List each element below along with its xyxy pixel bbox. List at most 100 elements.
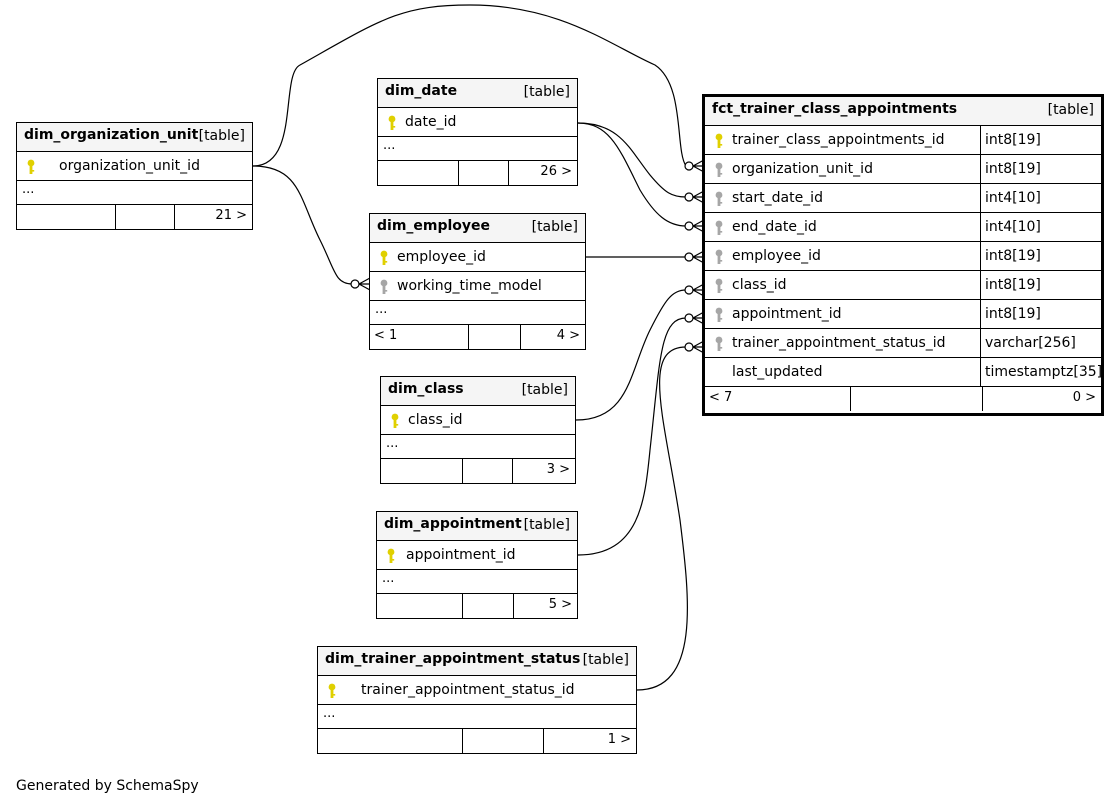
table-header: dim_class [table] [381, 377, 575, 406]
foreign-key-icon [714, 220, 724, 236]
connector-org-to-fct [252, 4, 687, 167]
column-name: trainer_class_appointments_id [732, 132, 945, 148]
column-name: employee_id [397, 249, 486, 265]
children-link[interactable]: 1 > [543, 729, 636, 753]
parents-link[interactable]: < 1 [374, 328, 398, 343]
more-columns: ... [377, 570, 577, 594]
primary-key-icon [386, 548, 396, 564]
column-row: organization_unit_id int8[19] [705, 155, 1101, 184]
table-fct-trainer-class-appointments[interactable]: fct_trainer_class_appointments [table] t… [702, 94, 1104, 416]
crowfoot-employee [684, 250, 705, 264]
foreign-key-icon [379, 279, 389, 295]
column-row: end_date_id int4[10] [705, 213, 1101, 242]
children-link[interactable]: 21 > [174, 205, 252, 229]
column-row: working_time_model [370, 272, 585, 301]
table-dim-organization-unit[interactable]: dim_organization_unit [table] organizati… [16, 122, 253, 230]
children-link[interactable]: 3 > [512, 459, 575, 483]
column-name: organization_unit_id [732, 161, 873, 177]
column-type: int8[19] [980, 155, 1101, 183]
foreign-key-icon [714, 307, 724, 323]
column-name: end_date_id [732, 219, 817, 235]
crowfoot-appointment [684, 311, 705, 325]
more-columns: ... [318, 705, 636, 729]
connector-date-to-start [577, 122, 687, 198]
column-name: class_id [408, 412, 463, 428]
table-name[interactable]: dim_class [388, 381, 464, 397]
table-name[interactable]: dim_date [385, 83, 458, 99]
children-link[interactable]: 5 > [513, 594, 577, 618]
table-dim-date[interactable]: dim_date [table] date_id ... 26 > [377, 78, 578, 186]
foreign-key-icon [714, 336, 724, 352]
table-header: dim_organization_unit [table] [17, 123, 252, 152]
connector-appointment-to-fct [577, 317, 687, 556]
table-footer: 1 > [318, 729, 636, 753]
column-type: int8[19] [980, 300, 1101, 328]
children-link[interactable]: 0 > [982, 387, 1101, 411]
column-type: int4[10] [980, 184, 1101, 212]
connector-class-to-fct [575, 289, 687, 421]
table-footer: 3 > [381, 459, 575, 483]
more-columns: ... [378, 137, 577, 161]
column-name: start_date_id [732, 190, 823, 206]
column-type: timestamptz[35] [980, 358, 1102, 386]
table-type: [table] [582, 652, 629, 668]
column-name: appointment_id [406, 547, 516, 563]
foreign-key-icon [714, 162, 724, 178]
table-header: dim_trainer_appointment_status [table] [318, 647, 636, 676]
foreign-key-icon [714, 249, 724, 265]
primary-key-icon [26, 159, 36, 175]
more-columns: ... [17, 181, 252, 205]
more-columns: ... [370, 301, 585, 325]
table-header: dim_appointment [table] [377, 512, 577, 541]
table-dim-appointment[interactable]: dim_appointment [table] appointment_id .… [376, 511, 578, 619]
table-dim-employee[interactable]: dim_employee [table] employee_id working… [369, 213, 586, 350]
table-name[interactable]: dim_appointment [384, 516, 522, 532]
table-name[interactable]: dim_trainer_appointment_status [325, 651, 581, 667]
crowfoot-status [684, 340, 705, 354]
table-type: [table] [531, 219, 578, 235]
column-row: appointment_id [377, 541, 577, 570]
parents-link[interactable]: < 7 [709, 390, 733, 405]
table-dim-class[interactable]: dim_class [table] class_id ... 3 > [380, 376, 576, 484]
foreign-key-icon [714, 191, 724, 207]
column-row: organization_unit_id [17, 152, 252, 181]
column-row: employee_id [370, 243, 585, 272]
crowfoot-start [684, 190, 705, 204]
table-type: [table] [1047, 102, 1094, 118]
column-type: int8[19] [980, 242, 1101, 270]
more-columns: ... [381, 435, 575, 459]
generated-by-footer: Generated by SchemaSpy [16, 778, 199, 794]
table-footer: < 1 4 > [370, 325, 585, 349]
column-name: class_id [732, 277, 787, 293]
column-name: trainer_appointment_status_id [732, 335, 946, 351]
column-type: int4[10] [980, 213, 1101, 241]
column-row: trainer_appointment_status_id [318, 676, 636, 705]
table-header: fct_trainer_class_appointments [table] [705, 97, 1101, 126]
column-type: int8[19] [980, 126, 1101, 154]
primary-key-icon [387, 115, 397, 131]
column-name: organization_unit_id [59, 158, 200, 174]
table-type: [table] [523, 84, 570, 100]
column-row: date_id [378, 108, 577, 137]
table-dim-trainer-appointment-status[interactable]: dim_trainer_appointment_status [table] t… [317, 646, 637, 754]
column-type: int8[19] [980, 271, 1101, 299]
column-row: class_id [381, 406, 575, 435]
primary-key-icon [390, 413, 400, 429]
column-name: appointment_id [732, 306, 842, 322]
table-type: [table] [523, 517, 570, 533]
crowfoot-working-time [350, 277, 371, 291]
column-row: start_date_id int4[10] [705, 184, 1101, 213]
table-name[interactable]: dim_organization_unit [24, 127, 199, 143]
column-type: varchar[256] [980, 329, 1101, 357]
table-name[interactable]: dim_employee [377, 218, 491, 234]
children-link[interactable]: 4 > [520, 325, 585, 349]
table-name[interactable]: fct_trainer_class_appointments [712, 101, 958, 117]
column-row: trainer_appointment_status_id varchar[256… [705, 329, 1101, 358]
table-footer: 5 > [377, 594, 577, 618]
children-link[interactable]: 26 > [508, 161, 577, 185]
column-row: appointment_id int8[19] [705, 300, 1101, 329]
table-footer: 21 > [17, 205, 252, 229]
